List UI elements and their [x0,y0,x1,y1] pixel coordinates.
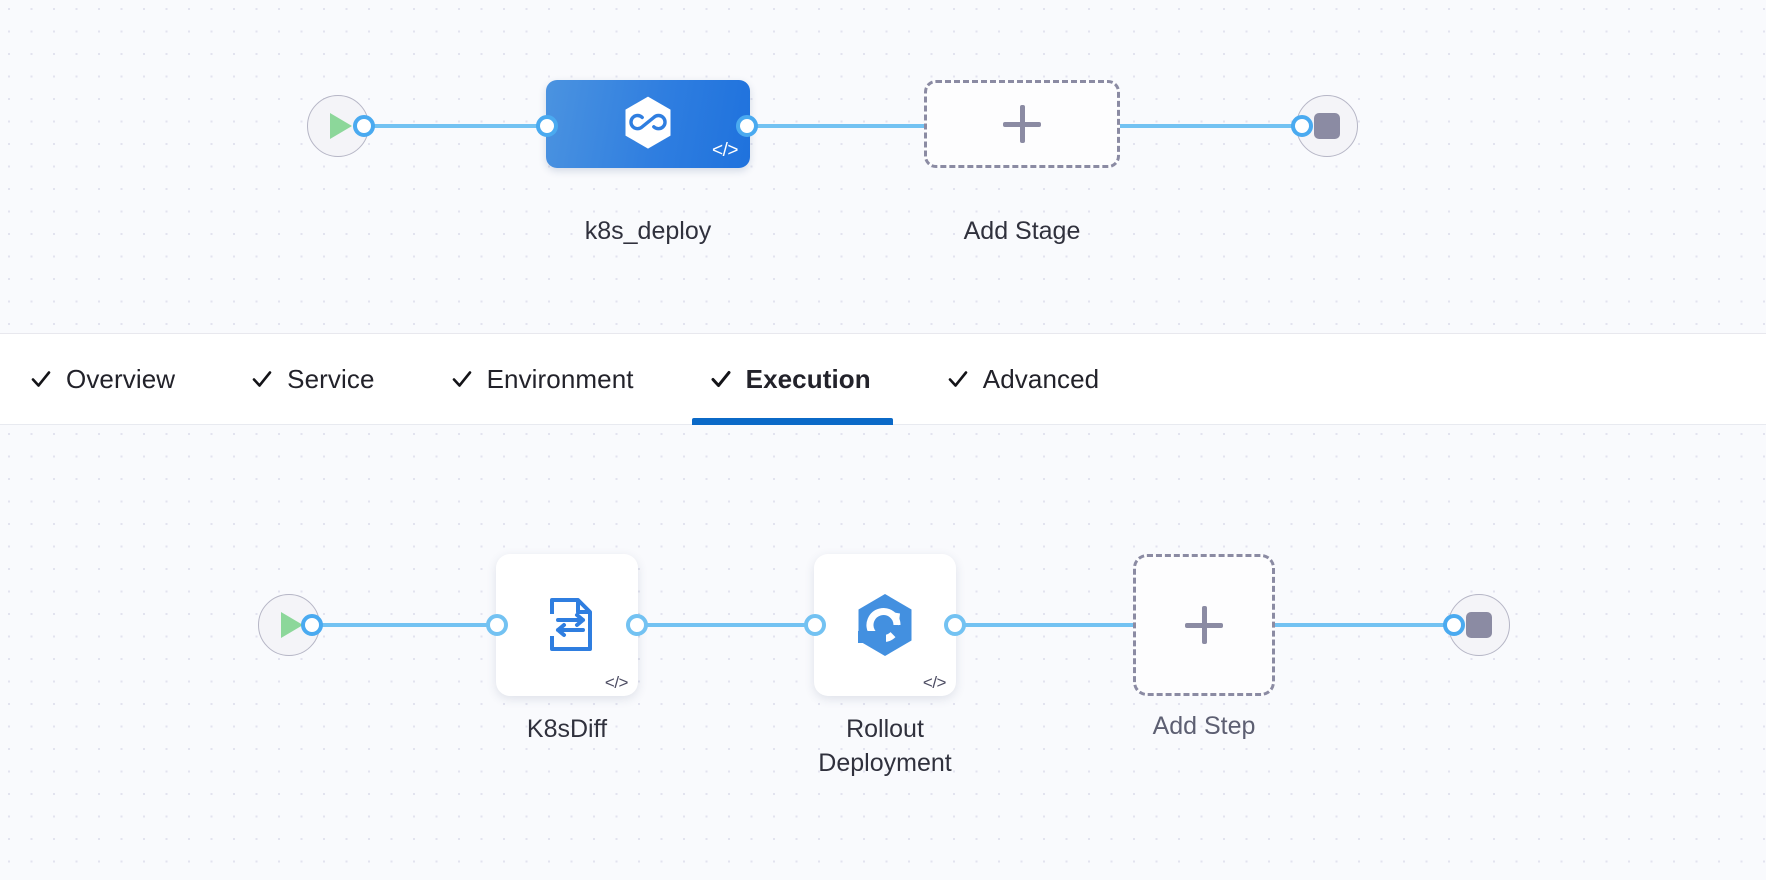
connector-dot-start-out[interactable] [353,115,375,137]
connector-line-add-step-to-end [1270,623,1455,627]
play-icon [281,612,303,638]
connector-line-add-stage-to-end [1115,124,1305,128]
add-step-label: Add Step [1152,712,1256,740]
check-icon [452,371,471,387]
step-node-rollout-deployment[interactable]: </> [814,554,956,696]
stage-graph: </> k8s_deploy Add Stage [0,0,1766,333]
tab-advanced-label: Advanced [982,363,1100,394]
add-stage-label: Add Stage [963,217,1081,245]
connector-dot-k8s-deploy-in[interactable] [536,115,558,137]
connector-dot-rollout-in[interactable] [804,614,826,636]
play-icon [330,113,352,139]
stage-node-label-k8s-deploy: k8s_deploy [584,217,712,245]
step-node-label-k8sdiff: K8sDiff [526,715,608,743]
connector-line-rollout-to-add-step [935,623,1135,627]
execution-graph-canvas[interactable]: </> K8sDiff </> Rollout Deployment [0,425,1766,880]
connector-line-k8s-deploy-to-add-stage [735,124,935,128]
stage-node-k8s-deploy[interactable]: </> [546,80,750,168]
add-stage-button[interactable] [924,80,1120,168]
tab-environment[interactable]: Environment [451,334,668,424]
execution-graph: </> K8sDiff </> Rollout Deployment [0,425,1766,880]
connector-dot-k8s-deploy-out[interactable] [736,115,758,137]
check-icon [948,371,968,387]
stage-graph-canvas[interactable]: </> k8s_deploy Add Stage [0,0,1766,333]
step-node-label-rollout-deployment: Rollout Deployment [818,715,952,777]
tab-execution[interactable]: Execution [691,334,905,425]
tab-advanced[interactable]: Advanced [947,334,1133,424]
k8s-diff-document-icon [534,598,592,651]
tab-environment-label: Environment [486,363,634,394]
step-node-k8sdiff[interactable]: </> [496,554,638,696]
harness-deploy-hexagon-icon [625,96,671,149]
plus-icon [1003,105,1041,143]
connector-dot-execution-end-in[interactable] [1443,614,1465,636]
connector-dot-execution-start-out[interactable] [301,614,323,636]
check-icon [711,371,731,387]
plus-icon [1185,606,1223,644]
code-badge-icon[interactable]: </> [604,673,629,692]
stop-icon [1314,113,1340,139]
connector-dot-k8sdiff-out[interactable] [626,614,648,636]
tab-overview[interactable]: Overview [30,334,209,424]
connector-dot-k8sdiff-in[interactable] [486,614,508,636]
connector-line-start-to-k8sdiff [300,623,505,627]
stop-icon [1466,612,1492,638]
connector-dot-end-in[interactable] [1291,115,1313,137]
connector-dot-rollout-out[interactable] [944,614,966,636]
tab-execution-label: Execution [745,363,871,394]
check-icon [31,371,51,387]
code-badge-icon[interactable]: </> [922,673,947,692]
tab-overview-label: Overview [66,363,176,394]
rollout-deployment-hexagon-icon [858,594,912,656]
connector-line-start-to-k8s-deploy [352,124,548,128]
stage-config-tabbar: Overview Service Environment Execution A [0,333,1766,425]
tab-service-label: Service [287,363,375,394]
tab-service[interactable]: Service [251,334,408,424]
add-step-button[interactable] [1133,554,1275,696]
check-icon [252,371,272,387]
code-badge-icon[interactable]: </> [712,140,738,161]
connector-line-k8sdiff-to-rollout [625,623,815,627]
